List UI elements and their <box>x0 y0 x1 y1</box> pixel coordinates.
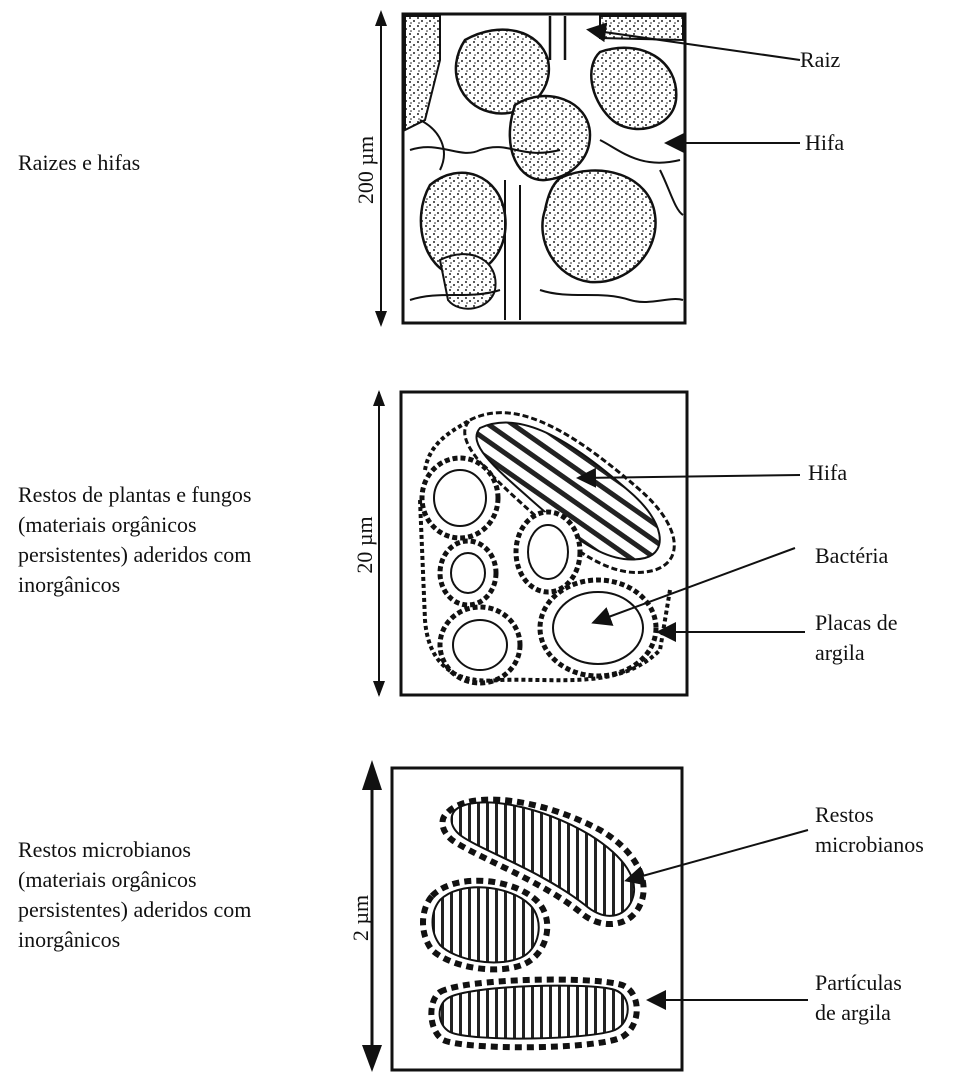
panel-2-scale-label: 20 µm <box>352 516 377 573</box>
panel-1-roots <box>375 10 800 327</box>
panel-2-debris <box>373 390 805 697</box>
panel-1-scale-label: 200 µm <box>353 136 378 204</box>
panel-3-microbial <box>362 760 808 1072</box>
panel-3-scale-label: 2 µm <box>348 895 373 941</box>
